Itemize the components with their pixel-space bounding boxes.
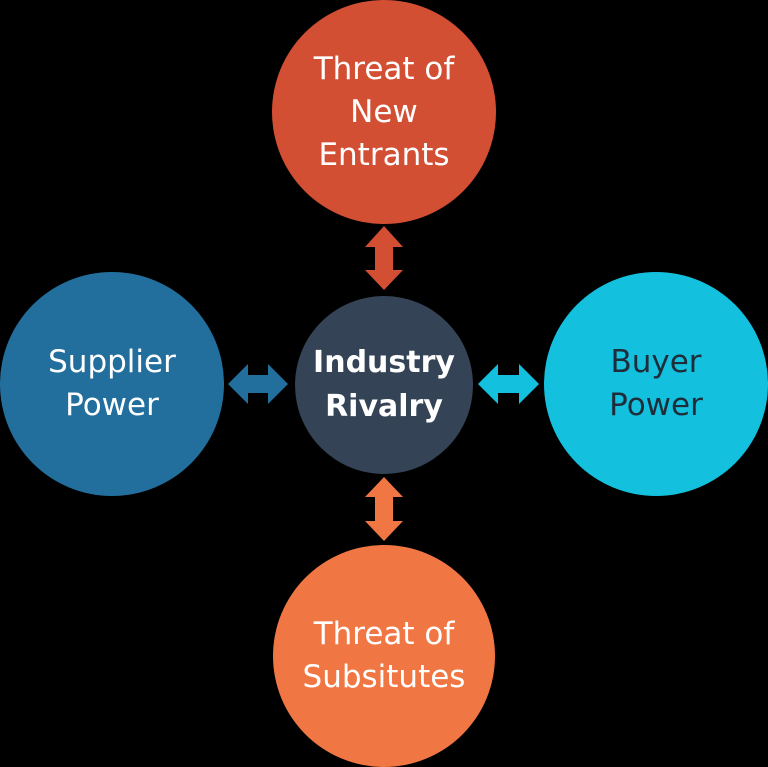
- threat-of-new-entrants-label: Threat of New Entrants: [313, 50, 455, 173]
- supplier-power-node: Supplier Power: [0, 272, 224, 496]
- threat-of-substitutes-node: Threat of Subsitutes: [273, 545, 495, 767]
- buyer-power-node: Buyer Power: [544, 272, 768, 496]
- arrow-top-connector: [365, 226, 403, 290]
- supplier-power-label: Supplier Power: [48, 344, 176, 423]
- arrow-left-connector: [228, 364, 288, 404]
- industry-rivalry-label: Industry Rivalry: [313, 345, 455, 424]
- threat-of-substitutes-label: Threat of Subsitutes: [302, 616, 466, 695]
- buyer-power-label: Buyer Power: [609, 344, 703, 423]
- arrow-right-connector: [478, 364, 539, 404]
- arrow-bottom-connector: [365, 477, 403, 541]
- industry-rivalry-node: Industry Rivalry: [295, 296, 473, 474]
- threat-of-new-entrants-node: Threat of New Entrants: [272, 0, 496, 224]
